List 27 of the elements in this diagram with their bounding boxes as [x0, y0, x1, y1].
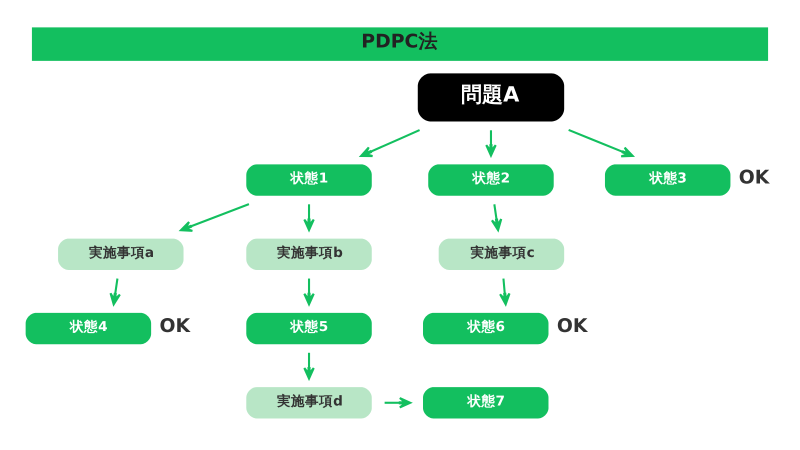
- node-box: 状態6: [423, 312, 548, 344]
- arrow: [303, 204, 315, 232]
- arrow: [384, 397, 412, 409]
- node-box: 実施事項b: [246, 238, 372, 270]
- arrow: [110, 278, 121, 306]
- node-label: OK: [159, 316, 190, 338]
- node-box: 状態5: [246, 312, 372, 344]
- diagram-title: PDPC法: [361, 32, 438, 53]
- arrow: [360, 129, 420, 158]
- node-box: 状態2: [428, 164, 554, 196]
- arrow: [499, 278, 511, 306]
- node-box: 状態4: [26, 312, 152, 344]
- node-box: 実施事項d: [246, 387, 372, 418]
- node-box: 状態7: [423, 387, 548, 418]
- node-box: 実施事項a: [58, 238, 184, 270]
- arrow: [490, 204, 502, 232]
- node-label: OK: [738, 168, 770, 189]
- arrow: [180, 203, 250, 232]
- node-box: 状態3: [604, 164, 730, 196]
- arrow: [303, 278, 315, 306]
- arrow: [303, 352, 315, 380]
- arrow: [485, 130, 497, 157]
- node-box: 問題A: [418, 73, 564, 122]
- arrow: [568, 128, 634, 158]
- node-label: OK: [556, 316, 588, 338]
- node-box: 実施事項c: [438, 238, 564, 270]
- node-box: 状態1: [246, 164, 372, 196]
